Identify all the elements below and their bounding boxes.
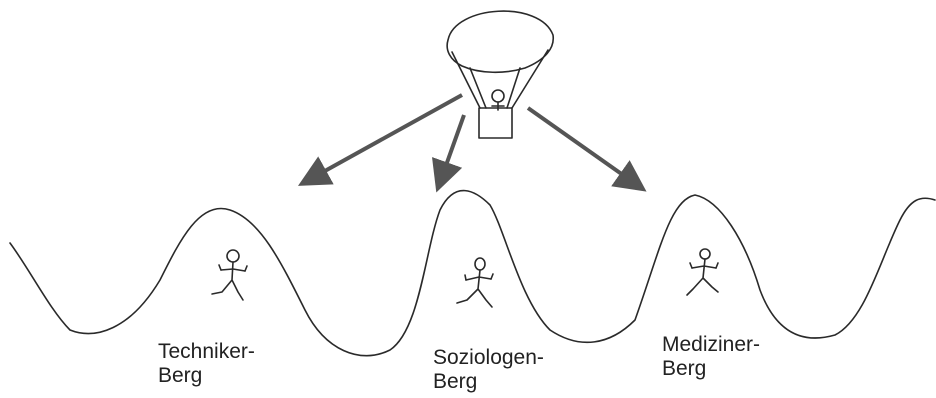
balloon-passenger-head [492,90,504,102]
label-mediziner-berg: Mediziner- Berg [662,333,760,381]
label-techniker-berg: Techniker- Berg [158,340,255,388]
label-mediziner-line2: Berg [662,357,760,381]
label-mediziner-line1: Mediziner- [662,333,760,357]
stick-figure-mediziner [687,249,718,295]
label-soziologen-line2: Berg [433,370,544,394]
arrow-to-techniker [305,95,462,182]
stick-figure-techniker [212,250,247,300]
balloon-rope-right-inner [507,68,520,108]
mountain-range-line [10,191,935,356]
stick-figure-soziologen [457,258,493,307]
balloon-envelope [447,11,553,72]
label-techniker-line2: Berg [158,364,255,388]
arrow-to-mediziner [528,108,640,187]
arrow-to-soziologen [439,115,464,185]
balloon-rope-right [512,50,548,108]
balloon-basket [479,108,512,138]
label-soziologen-berg: Soziologen- Berg [433,346,544,394]
label-soziologen-line1: Soziologen- [433,346,544,370]
balloon-rope-left-inner [470,68,486,108]
label-techniker-line1: Techniker- [158,340,255,364]
